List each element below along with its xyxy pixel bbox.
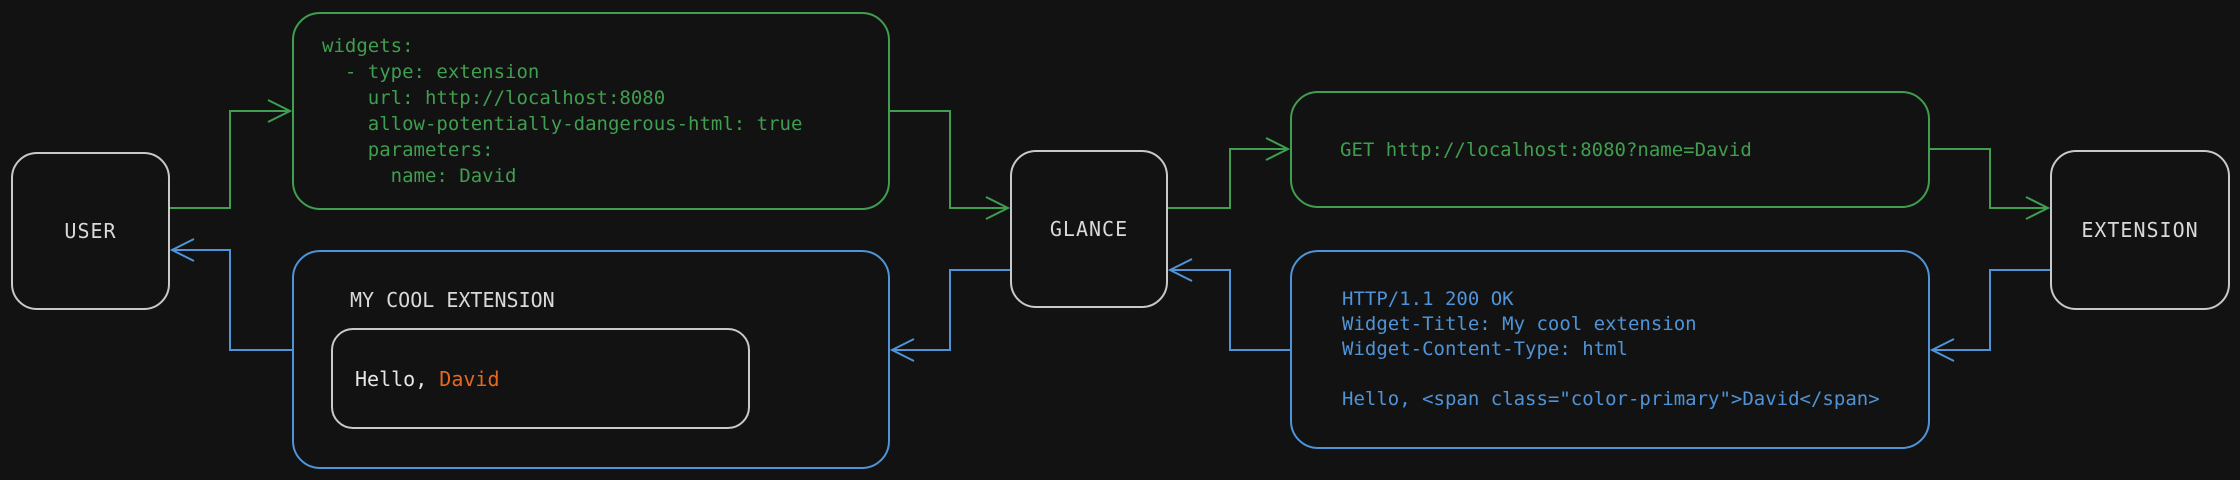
yaml-line: url: http://localhost:8080 (322, 87, 666, 109)
arrow-glance-to-widget (889, 269, 1010, 362)
arrow-widget-to-user (169, 238, 292, 351)
request-message-box: GET http://localhost:8080?name=David (1290, 91, 1930, 208)
widget-preview-box: MY COOL EXTENSION Hello, David (292, 250, 890, 469)
yaml-line: allow-potentially-dangerous-html: true (322, 113, 803, 135)
arrow-glance-to-request (1168, 137, 1291, 209)
arrow-config-to-glance (890, 110, 1011, 220)
widget-title: MY COOL EXTENSION (350, 288, 555, 312)
response-line: Widget-Title: My cool extension (1342, 313, 1697, 335)
yaml-line: parameters: (322, 139, 494, 161)
widget-inner-box: Hello, David (331, 328, 750, 429)
arrow-extension-to-response (1929, 269, 2050, 362)
glance-node: GLANCE (1010, 150, 1168, 308)
greeting-text: Hello, David (355, 367, 500, 391)
yaml-line: name: David (322, 165, 517, 187)
response-line (1342, 362, 1928, 387)
response-line: Hello, <span class="color-primary">David… (1342, 388, 1880, 410)
config-message-box: widgets: - type: extension url: http://l… (292, 12, 890, 210)
extension-node-label: EXTENSION (2081, 218, 2199, 242)
extension-node: EXTENSION (2050, 150, 2230, 310)
greeting-prefix: Hello, (355, 366, 440, 391)
yaml-line: widgets: (322, 35, 414, 57)
greeting-name: David (439, 366, 500, 391)
arrow-request-to-extension (1930, 148, 2051, 220)
yaml-line: - type: extension (322, 61, 540, 83)
arrow-response-to-glance (1167, 258, 1290, 351)
user-node-label: USER (64, 219, 117, 243)
response-message-box: HTTP/1.1 200 OK Widget-Title: My cool ex… (1290, 250, 1930, 449)
arrow-user-to-config (170, 99, 293, 209)
request-text: GET http://localhost:8080?name=David (1340, 138, 1752, 161)
response-line: HTTP/1.1 200 OK (1342, 288, 1514, 310)
user-node: USER (11, 152, 170, 310)
glance-node-label: GLANCE (1049, 217, 1129, 241)
response-line: Widget-Content-Type: html (1342, 338, 1628, 360)
